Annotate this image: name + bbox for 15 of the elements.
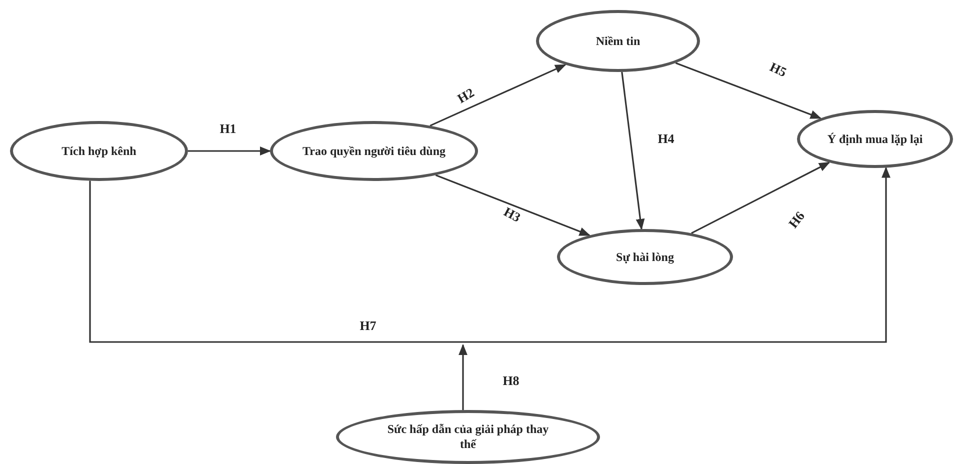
node-label: Sự hài lòng	[616, 250, 674, 264]
node-label: Trao quyền người tiêu dùng	[302, 144, 446, 158]
arrow	[691, 162, 830, 234]
arrow	[675, 62, 822, 119]
node-label: Tích hợp kênh	[62, 144, 136, 158]
arrow	[621, 72, 645, 230]
edge-label: H8	[500, 374, 522, 388]
arrow	[89, 166, 890, 343]
arrow	[430, 64, 566, 126]
node-label: Ý định mua lặp lại	[827, 132, 923, 146]
arrow	[458, 344, 468, 410]
node-label: Sức hấp dẫn của giải pháp thay thế	[386, 422, 550, 452]
arrow	[188, 146, 272, 156]
arrow	[435, 174, 591, 236]
node-label: Niềm tin	[596, 34, 640, 48]
